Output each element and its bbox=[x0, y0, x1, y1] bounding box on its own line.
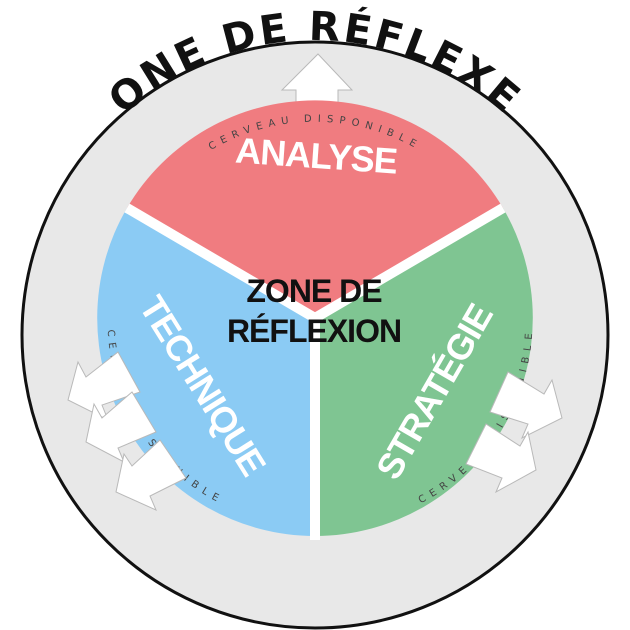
right-arrows bbox=[465, 371, 563, 494]
sector-dividers bbox=[124, 203, 506, 540]
left-arrows bbox=[67, 351, 187, 511]
center-label-line2: RÉFLEXION bbox=[227, 313, 401, 349]
arrow-right-2-icon bbox=[465, 423, 537, 494]
arrow-right-1-icon bbox=[489, 371, 563, 440]
arrow-left-2-icon bbox=[85, 391, 157, 464]
arrow-left-3-icon bbox=[115, 439, 187, 511]
center-label-line1: ZONE DE bbox=[246, 273, 382, 309]
sector-analyse bbox=[127, 100, 503, 318]
